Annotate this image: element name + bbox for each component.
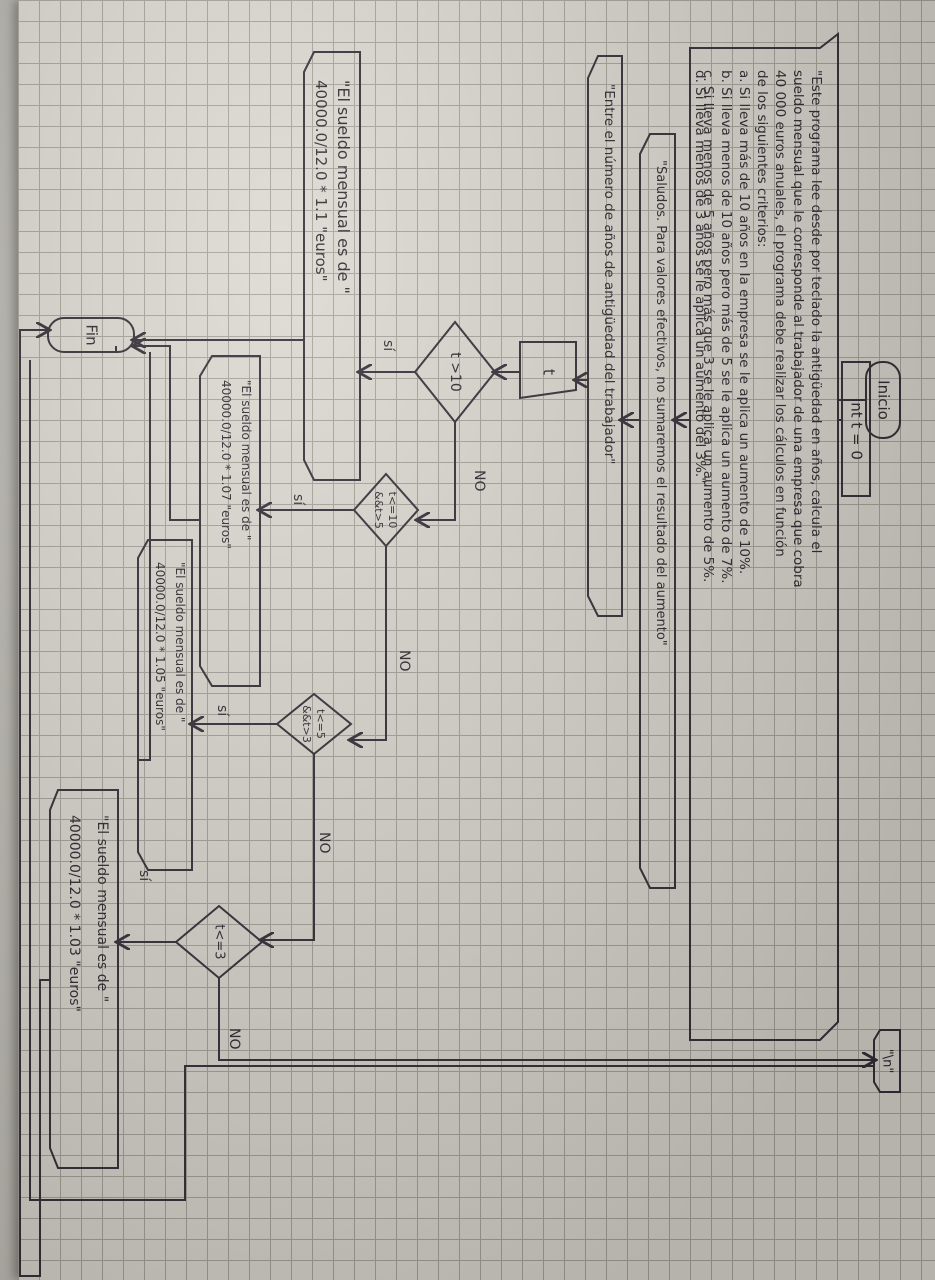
svg-text:d. Si lleva menos de 3 años se: d. Si lleva menos de 3 años se le aplica… [692, 70, 708, 483]
cond1-label: t >10 [447, 352, 463, 391]
out3-line2: 40000.0/12.0 * 1.05 "euros" [153, 562, 167, 731]
svg-text:de los siguientes criterios:: de los siguientes criterios: [754, 70, 770, 247]
yes-label-2: sí [290, 494, 306, 506]
out1-line2: 40000.0/12.0 * 1.1 "euros" [312, 80, 330, 282]
yes-label-4: sí [136, 870, 152, 882]
no-label-1: NO [471, 470, 487, 492]
yes-label-1: sí [380, 340, 396, 352]
note-output-box [639, 133, 676, 889]
start-label: Inicio [875, 380, 893, 420]
svg-text:b. Si lleva menos de 10 años p: b. Si lleva menos de 10 años pero más de… [718, 70, 734, 584]
cond3-line1: t<=5 [314, 709, 327, 739]
out4-line1: "El sueldo mensual es de " [94, 815, 110, 1002]
no-label-4: NO [226, 1028, 242, 1050]
connector-lines [19, 330, 874, 1277]
svg-text:"Este programa lee desde por t: "Este programa lee desde por teclado la … [808, 70, 824, 553]
out1-line1: "El sueldo mensual es de " [334, 80, 353, 294]
newline-label: "\n" [880, 1049, 895, 1074]
note-label: "Saludos. Para valores efectivos, no sum… [653, 160, 668, 646]
cond2-line1: t<=10 [386, 492, 399, 529]
out2-line1: "El sueldo mensual es de " [239, 380, 253, 540]
decision-t-le-5 [275, 692, 353, 756]
declare-box [841, 361, 871, 497]
decision-t-le-10 [352, 472, 420, 548]
out3-line1: "El sueldo mensual es de " [173, 562, 187, 722]
svg-text:sueldo mensual que le correspo: sueldo mensual que le corresponde al tra… [790, 70, 806, 588]
output-10pct-box [303, 51, 361, 481]
declare-label: int t = 0 [848, 398, 866, 460]
end-label: Fin [83, 324, 101, 345]
prompt-label: "Entre el número de años de antigüedad d… [601, 84, 617, 464]
out4-line2: 40000.0/12.0 * 1.03 "euros" [66, 815, 82, 1012]
cond4-label: t<=3 [212, 924, 227, 959]
out2-line2: 40000.0/12.0 * 1.07 "euros" [219, 380, 233, 549]
no-label-3: NO [316, 832, 332, 854]
description-output-box [689, 31, 839, 1041]
input-box [519, 341, 577, 400]
output-3pct-box [49, 789, 119, 1169]
cond3-line2: &&t>3 [300, 705, 313, 743]
cond2-line2: &&t>5 [372, 491, 385, 529]
description-text: "Este programa lee desde por teclado la … [692, 70, 824, 588]
yes-label-3: sí [214, 705, 230, 717]
output-7pct-box [199, 355, 261, 687]
svg-text:40 000 euros anuales, el progr: 40 000 euros anuales, el programa debe r… [772, 70, 788, 557]
svg-text:a. Si lleva más de 10 años en: a. Si lleva más de 10 años en la empresa… [736, 70, 752, 574]
output-newline-box [873, 1029, 901, 1093]
prompt-output-box [587, 55, 623, 617]
svg-text:c. Si lleva menos de 5 años pe: c. Si lleva menos de 5 años pero más que… [700, 70, 716, 582]
output-5pct-box [137, 539, 193, 871]
no-label-2: NO [396, 650, 412, 672]
input-label: t [540, 369, 559, 375]
